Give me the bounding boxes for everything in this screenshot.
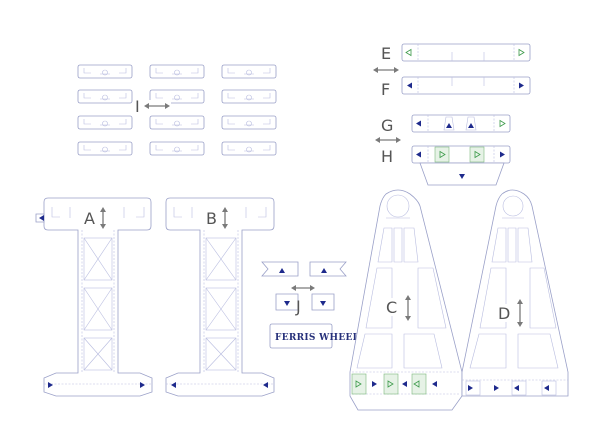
label-j: J: [295, 297, 301, 316]
horizontal-arrow-icon: [375, 137, 401, 143]
label-i: I: [135, 97, 140, 116]
small-piece: [149, 141, 205, 156]
small-piece: [77, 141, 133, 156]
vertical-arrow-icon: [222, 207, 228, 229]
small-piece: [221, 89, 277, 104]
small-piece: [149, 115, 205, 130]
small-piece: [77, 115, 133, 130]
small-piece: [77, 89, 133, 104]
small-piece: [221, 64, 277, 79]
label-f: F: [381, 80, 390, 99]
label-a: A: [84, 209, 95, 228]
piece-group-j: J FERRIS WHEEL: [261, 261, 360, 349]
vertical-arrow-icon: [100, 207, 106, 229]
support-piece-c: C: [349, 189, 463, 411]
piece-group-i: I: [77, 64, 277, 156]
label-b: B: [206, 209, 217, 228]
vertical-arrow-icon: [517, 299, 523, 327]
small-piece: [221, 141, 277, 156]
label-h: H: [381, 147, 393, 166]
label-c: C: [386, 298, 397, 317]
piece-group-ef: E F: [373, 43, 531, 99]
small-piece: [77, 64, 133, 79]
small-piece: [149, 64, 205, 79]
label-d: D: [498, 304, 510, 323]
label-e: E: [381, 44, 391, 63]
vertical-arrow-icon: [405, 295, 411, 321]
tower-piece-a: A: [35, 197, 153, 397]
horizontal-arrow-icon: [373, 67, 399, 73]
small-piece: [221, 115, 277, 130]
horizontal-arrow-icon: [144, 103, 170, 109]
support-piece-d: D: [461, 189, 569, 397]
ferris-wheel-logo-text: FERRIS WHEEL: [275, 333, 360, 343]
label-g: G: [381, 116, 393, 135]
horizontal-arrow-icon: [291, 285, 315, 291]
tower-piece-b: B: [165, 197, 275, 397]
piece-group-gh: G H: [375, 114, 511, 186]
